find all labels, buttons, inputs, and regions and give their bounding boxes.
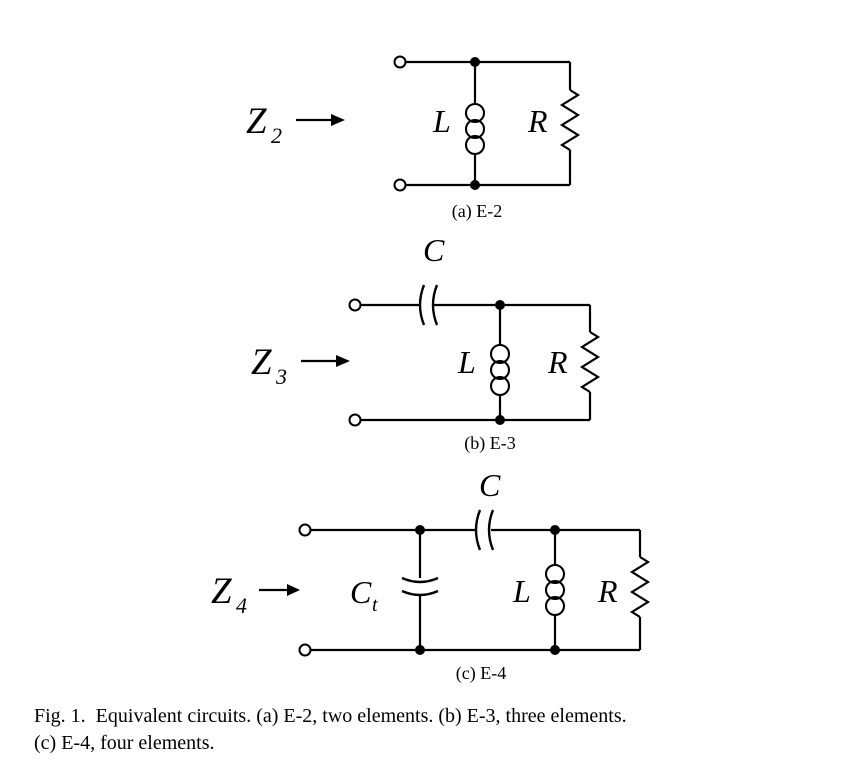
inductor-coil (489, 343, 511, 365)
terminal-icon (348, 413, 362, 427)
shunt-capacitor-plate (401, 576, 439, 584)
terminal-icon (393, 178, 407, 192)
capacitor-plate (418, 284, 426, 326)
junction-dot (550, 525, 560, 535)
circuit-e2: Z 2 L R (a) E-2 (246, 55, 581, 222)
capacitor-plate (487, 509, 495, 551)
inductor-coil (544, 579, 566, 601)
junction-dot (495, 415, 505, 425)
impedance-subscript: 4 (236, 593, 247, 618)
inductor-label: L (512, 573, 531, 609)
terminal-icon (298, 523, 312, 537)
figure-caption: Fig. 1. Equivalent circuits. (a) E-2, tw… (34, 703, 850, 757)
capacitor-plate (474, 509, 482, 551)
inductor-coil (464, 102, 486, 124)
impedance-subscript: 2 (271, 123, 282, 148)
subfigure-caption-b: (b) E-3 (464, 433, 515, 454)
junction-dot (415, 645, 425, 655)
impedance-label: Z (246, 101, 267, 142)
resistor-label: R (597, 573, 618, 609)
junction-dot (470, 57, 480, 67)
capacitor-label: C (423, 232, 445, 268)
shunt-capacitor-label: C (350, 574, 372, 610)
impedance-label: Z (211, 571, 232, 612)
inductor-coil (544, 563, 566, 585)
resistor-zigzag (579, 331, 601, 393)
impedance-label: Z (251, 342, 272, 383)
series-capacitor-label: C (479, 467, 501, 503)
junction-dot (495, 300, 505, 310)
resistor-zigzag (559, 89, 581, 151)
junction-dot (550, 645, 560, 655)
shunt-capacitor-plate (401, 589, 439, 597)
inductor-coil (464, 118, 486, 140)
inductor-label: L (457, 344, 476, 380)
terminal-icon (348, 298, 362, 312)
resistor-zigzag (629, 556, 651, 618)
junction-dot (470, 180, 480, 190)
impedance-arrow-icon (287, 584, 300, 596)
inductor-label: L (432, 103, 451, 139)
subfigure-caption-c: (c) E-4 (456, 663, 506, 684)
resistor-label: R (547, 344, 568, 380)
circuit-e4: Z 4 C C t L R (c) E-4 (211, 467, 651, 684)
impedance-arrow-icon (331, 114, 345, 126)
shunt-capacitor-subscript: t (372, 594, 378, 616)
subfigure-caption-a: (a) E-2 (452, 201, 502, 222)
terminal-icon (298, 643, 312, 657)
inductor-coil (489, 359, 511, 381)
junction-dot (415, 525, 425, 535)
figure-caption-line1: Fig. 1. Equivalent circuits. (a) E-2, tw… (34, 705, 627, 727)
equivalent-circuits-svg: Z 2 L R (a) E-2 Z (211, 55, 651, 684)
circuit-e3: Z 3 C L R (b) E-3 (251, 232, 601, 454)
impedance-subscript: 3 (275, 364, 287, 389)
figure-caption-line2: (c) E-4, four elements. (34, 732, 215, 754)
impedance-arrow-icon (336, 355, 350, 367)
resistor-label: R (527, 103, 548, 139)
terminal-icon (393, 55, 407, 69)
capacitor-plate (431, 284, 439, 326)
